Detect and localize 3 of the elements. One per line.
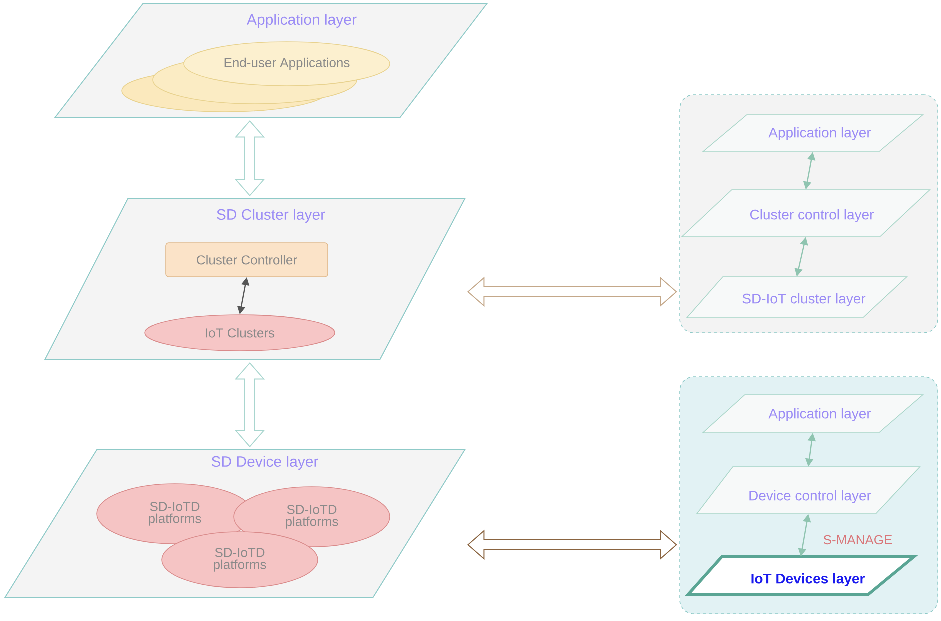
stacked-ellipses: End-user Applications (122, 42, 390, 112)
edge-label: S-MANAGE (824, 535, 892, 545)
controller-box: Cluster Controller (166, 242, 328, 278)
